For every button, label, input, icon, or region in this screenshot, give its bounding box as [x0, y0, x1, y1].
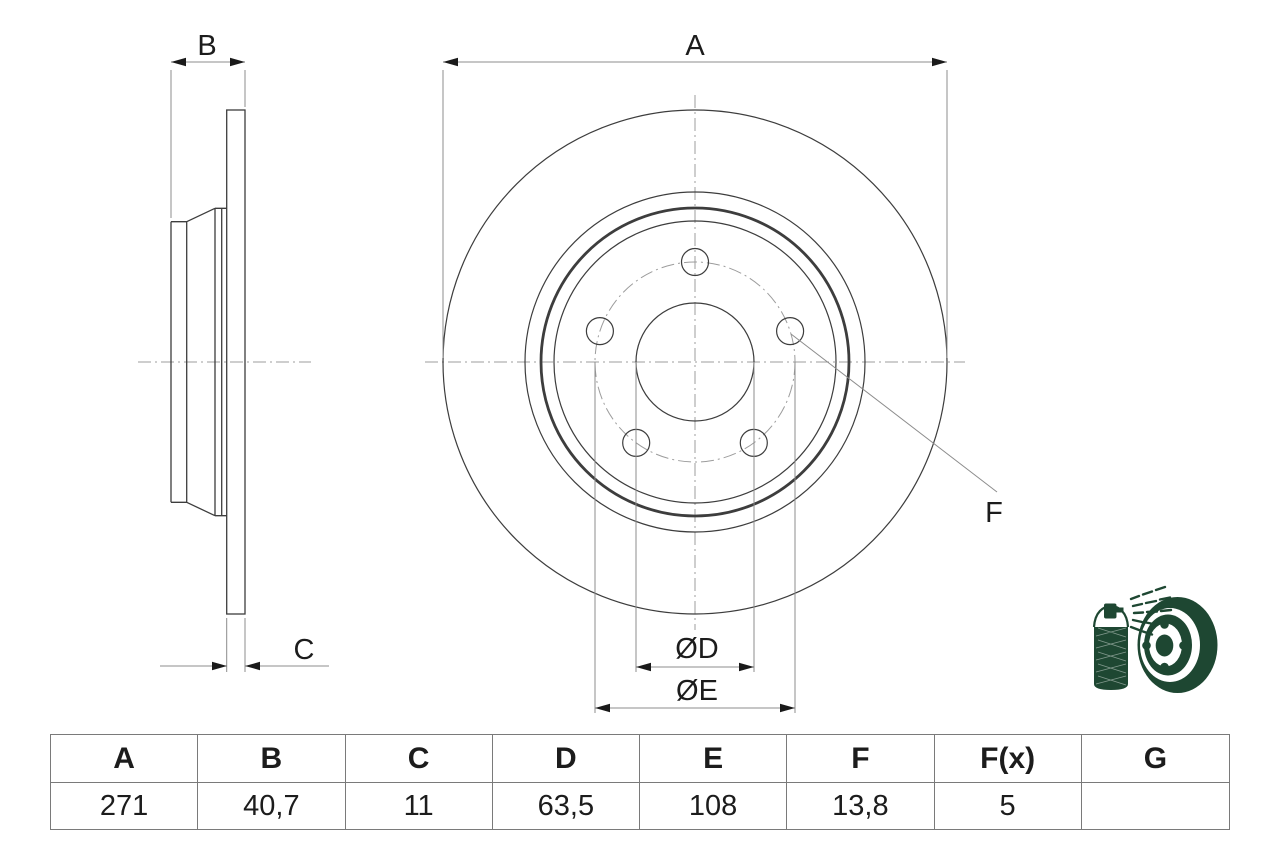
arrow-e-right	[780, 703, 795, 713]
hat-edge-thick-circle	[539, 206, 851, 518]
side-profile-view	[170, 109, 246, 615]
spec-value-e: 108	[640, 783, 788, 829]
spec-table: A B C D E F F(x) G 271 40,7 11 63,5 108 …	[50, 734, 1230, 830]
bolt-hole-upper-left	[585, 317, 615, 346]
dim-a-label: A	[685, 30, 705, 62]
arrow-b-left	[171, 57, 186, 67]
spray-mist-icon	[1129, 585, 1173, 636]
centerlines	[138, 95, 965, 630]
spec-value-c: 11	[346, 783, 493, 829]
arrow-a-left	[443, 57, 458, 67]
spec-value-f: 13,8	[787, 783, 935, 829]
dim-d-lines	[635, 362, 755, 672]
outer-diameter-circle	[442, 109, 948, 615]
spec-value-g	[1082, 783, 1229, 829]
spec-header-g: G	[1081, 735, 1229, 783]
dim-b-lines	[170, 61, 246, 218]
disc-plate-profile	[226, 109, 246, 615]
spec-value-fx: 5	[935, 783, 1082, 829]
dim-b-label: B	[197, 30, 216, 62]
spec-value-b: 40,7	[198, 783, 346, 829]
spec-value-a: 271	[51, 783, 199, 829]
arrow-d-right	[739, 662, 754, 672]
spec-header-f: F	[787, 735, 935, 783]
arrow-c-right	[245, 661, 260, 671]
dimension-lines	[160, 61, 998, 713]
disc-hat-profile	[170, 207, 227, 517]
spec-value-d: 63,5	[493, 783, 640, 829]
dim-c-lines	[160, 618, 329, 672]
arrow-c-left	[212, 661, 227, 671]
dimension-arrowheads	[171, 57, 947, 713]
spray-can-coated-disc-icon	[1092, 585, 1218, 693]
spec-header-b: B	[198, 735, 346, 783]
hat-inner-circle	[553, 220, 837, 504]
dimension-labels: B A C ØD ØE F	[197, 30, 1003, 707]
arrow-b-right	[230, 57, 245, 67]
dim-a-lines	[442, 61, 948, 358]
dim-e-label: ØE	[676, 675, 718, 707]
spec-header-a: A	[51, 735, 199, 783]
spec-header-fx: F(x)	[934, 735, 1082, 783]
arrow-d-left	[636, 662, 651, 672]
coated-disc-icon	[1137, 597, 1218, 693]
arrow-a-right	[932, 57, 947, 67]
dim-c-label: C	[294, 634, 315, 666]
spec-header-d: D	[492, 735, 640, 783]
spec-header-e: E	[640, 735, 788, 783]
dim-e-lines	[594, 362, 796, 713]
dim-f-label: F	[985, 497, 1003, 529]
spec-header-c: C	[345, 735, 493, 783]
bolt-hole-upper-right	[775, 317, 805, 346]
arrow-e-left	[595, 703, 610, 713]
bolt-hole-top	[680, 247, 710, 277]
spray-can-icon	[1092, 603, 1130, 690]
dim-f-leader-line	[790, 333, 998, 493]
friction-ring-outer-circle	[524, 191, 866, 533]
dim-d-label: ØD	[675, 633, 719, 665]
